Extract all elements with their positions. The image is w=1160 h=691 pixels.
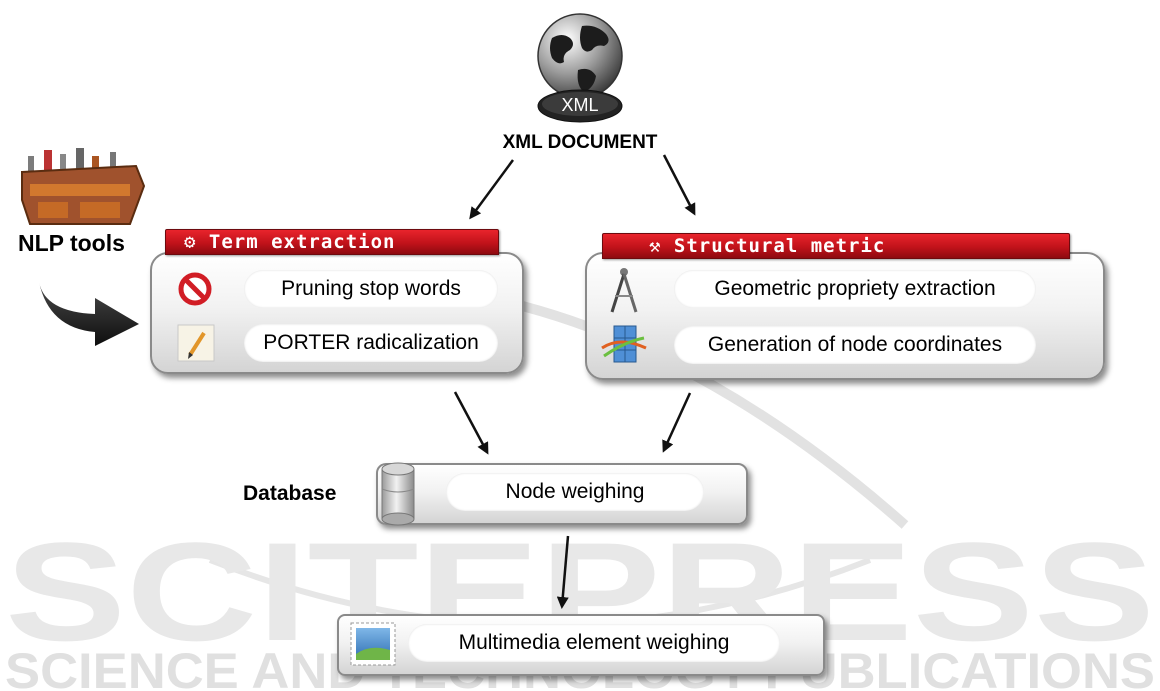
porter-radicalization-pill: PORTER radicalization — [244, 324, 498, 362]
no-entry-icon — [178, 272, 212, 306]
node-weighing-pill: Node weighing — [446, 473, 704, 511]
geometric-propriety-pill: Geometric propriety extraction — [674, 270, 1036, 308]
generation-node-coordinates-pill: Generation of node coordinates — [674, 326, 1036, 364]
pruning-stop-words-pill: Pruning stop words — [244, 270, 498, 308]
pencil-icon — [177, 324, 215, 362]
nlp-tools-label: NLP tools — [18, 230, 125, 256]
curved-arrow-icon — [39, 282, 139, 346]
gear-icon: ⚙ — [184, 231, 197, 253]
structural-metric-banner: ⚒ Structural metric — [602, 233, 1070, 259]
grid-icon — [601, 325, 647, 363]
globe-icon: XML — [537, 13, 623, 123]
database-icon — [381, 462, 415, 526]
structural-logo-icon: ⚒ — [649, 235, 662, 257]
compass-icon — [610, 268, 638, 313]
term-extraction-title: Term extraction — [208, 231, 396, 253]
database-label: Database — [243, 482, 337, 505]
image-icon — [350, 622, 396, 666]
term-extraction-banner: ⚙ Term extraction — [165, 229, 499, 255]
toolbox-icon — [21, 148, 146, 225]
xml-document-label: XML DOCUMENT — [502, 132, 658, 153]
structural-metric-title: Structural metric — [673, 235, 886, 257]
multimedia-element-weighing-pill: Multimedia element weighing — [408, 624, 780, 662]
xml-badge: XML — [561, 95, 598, 115]
